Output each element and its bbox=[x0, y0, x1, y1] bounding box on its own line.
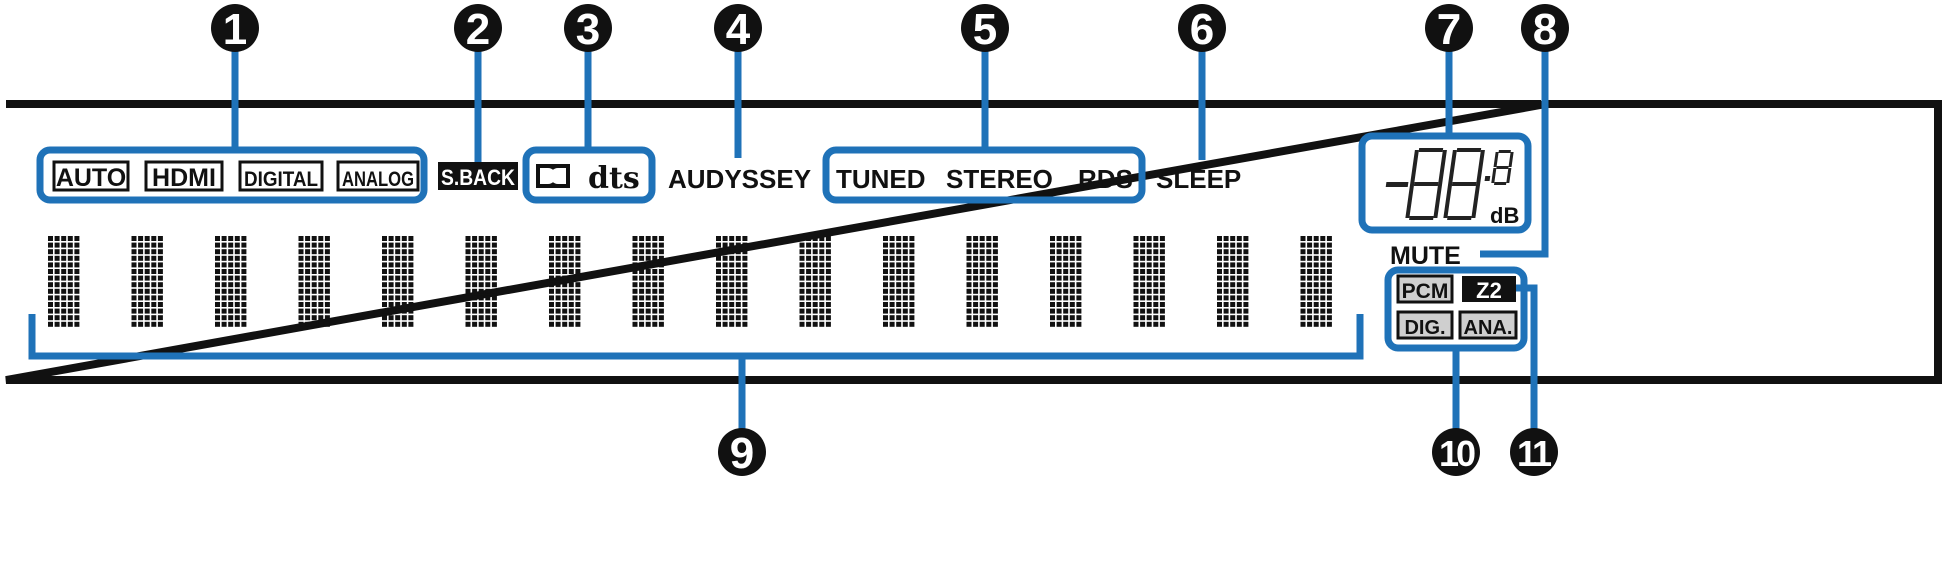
svg-text:8: 8 bbox=[1533, 5, 1557, 54]
indicator-dig: DIG. bbox=[1396, 310, 1454, 340]
svg-text:7: 7 bbox=[1437, 5, 1461, 54]
indicator-stereo: STEREO bbox=[946, 164, 1053, 194]
callout-9: 9 bbox=[718, 428, 766, 478]
volume-digit-2 bbox=[1443, 148, 1485, 220]
dot-matrix-character bbox=[465, 236, 497, 327]
callout-11: 11 bbox=[1510, 428, 1558, 476]
indicator-audyssey: AUDYSSEY bbox=[668, 164, 811, 194]
dot-matrix-character bbox=[1050, 236, 1082, 327]
callout-2: 2 bbox=[454, 4, 502, 54]
callout-10: 10 bbox=[1432, 428, 1480, 476]
indicator-hdmi: HDMI bbox=[144, 160, 224, 192]
svg-text:5: 5 bbox=[973, 5, 997, 54]
callout-1: 1 bbox=[211, 4, 259, 54]
indicator-analog: ANALOG bbox=[336, 160, 420, 192]
callout-line-11 bbox=[1516, 284, 1538, 430]
svg-text:PCM: PCM bbox=[1402, 280, 1449, 303]
indicator-digital: DIGITAL bbox=[238, 160, 324, 192]
svg-text:9: 9 bbox=[730, 429, 754, 478]
svg-text:HDMI: HDMI bbox=[152, 164, 216, 192]
svg-text:AUTO: AUTO bbox=[56, 164, 126, 192]
svg-text:3: 3 bbox=[576, 5, 600, 54]
volume-digit-1 bbox=[1405, 148, 1447, 220]
indicator-sback: S.BACK bbox=[438, 162, 518, 190]
svg-text:DIG.: DIG. bbox=[1404, 317, 1445, 339]
dot-matrix-character bbox=[799, 236, 831, 327]
dot-matrix-character bbox=[48, 236, 80, 327]
indicator-sleep: SLEEP bbox=[1156, 164, 1241, 194]
dot-matrix-character bbox=[215, 236, 247, 327]
dot-matrix-character bbox=[632, 236, 664, 327]
volume-unit-db: dB bbox=[1490, 203, 1519, 228]
callout-3: 3 bbox=[564, 4, 612, 54]
svg-text:ANALOG: ANALOG bbox=[342, 168, 414, 191]
indicator-pcm: PCM bbox=[1396, 274, 1454, 304]
indicator-auto: AUTO bbox=[52, 160, 130, 192]
svg-text:2: 2 bbox=[466, 5, 490, 54]
dot-matrix-character bbox=[883, 236, 915, 327]
dot-matrix-character bbox=[298, 236, 330, 327]
dot-matrix-character bbox=[1133, 236, 1165, 327]
callout-7: 7 bbox=[1425, 4, 1473, 54]
callout-line-8 bbox=[1480, 50, 1549, 258]
callout-6: 6 bbox=[1178, 4, 1226, 54]
svg-text:ANA.: ANA. bbox=[1464, 317, 1513, 339]
indicator-ana: ANA. bbox=[1458, 310, 1518, 340]
svg-text:1: 1 bbox=[223, 5, 247, 54]
callout-line-9 bbox=[28, 314, 1364, 360]
indicator-dts: dts bbox=[588, 161, 640, 196]
indicator-mute: MUTE bbox=[1390, 242, 1461, 270]
callout-8: 8 bbox=[1521, 4, 1569, 54]
dot-matrix-character bbox=[131, 236, 163, 327]
callout-5: 5 bbox=[961, 4, 1009, 54]
master-volume-readout bbox=[1385, 148, 1514, 220]
dot-matrix-character bbox=[549, 236, 581, 327]
svg-text:11: 11 bbox=[1517, 433, 1552, 474]
dolby-double-d-icon bbox=[536, 164, 570, 188]
svg-text:6: 6 bbox=[1190, 5, 1214, 54]
dot-matrix-character bbox=[966, 236, 998, 327]
svg-text:4: 4 bbox=[726, 5, 751, 54]
dot-matrix-character bbox=[382, 236, 414, 327]
information-display-dot-matrix bbox=[48, 236, 1332, 327]
display-frame bbox=[5, 100, 1942, 384]
dot-matrix-character bbox=[716, 236, 748, 327]
dot-matrix-character bbox=[1217, 236, 1249, 327]
master-volume-group bbox=[1358, 132, 1532, 234]
indicator-z2: Z2 bbox=[1462, 276, 1516, 303]
callout-4: 4 bbox=[714, 4, 762, 54]
volume-digit-decimal bbox=[1491, 150, 1514, 185]
svg-text:DIGITAL: DIGITAL bbox=[244, 168, 318, 191]
svg-text:Z2: Z2 bbox=[1476, 278, 1502, 303]
dot-matrix-character bbox=[1300, 236, 1332, 327]
indicator-tuned: TUNED bbox=[836, 164, 926, 194]
svg-text:10: 10 bbox=[1439, 433, 1475, 474]
svg-text:S.BACK: S.BACK bbox=[441, 165, 515, 190]
indicator-rds: RDS bbox=[1078, 164, 1133, 194]
